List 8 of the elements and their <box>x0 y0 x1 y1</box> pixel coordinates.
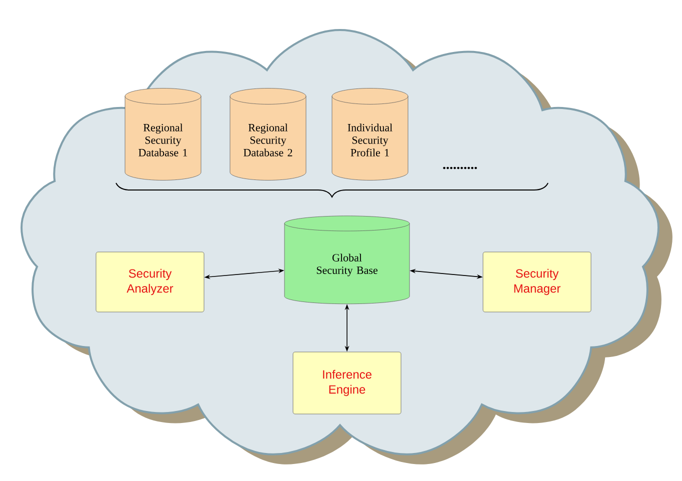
database-cylinder: Global Security Base <box>284 216 410 304</box>
database-cylinder: Regional Security Database 2 <box>230 88 306 180</box>
process-box: Inference Engine <box>292 352 402 414</box>
database-cylinder: Individual Security Profile 1 <box>332 88 408 180</box>
process-box: Security Analyzer <box>96 252 204 312</box>
ellipsis-label: .......... <box>443 166 477 170</box>
process-box: Security Manager <box>482 252 592 312</box>
database-cylinder: Regional Security Database 1 <box>124 88 202 180</box>
